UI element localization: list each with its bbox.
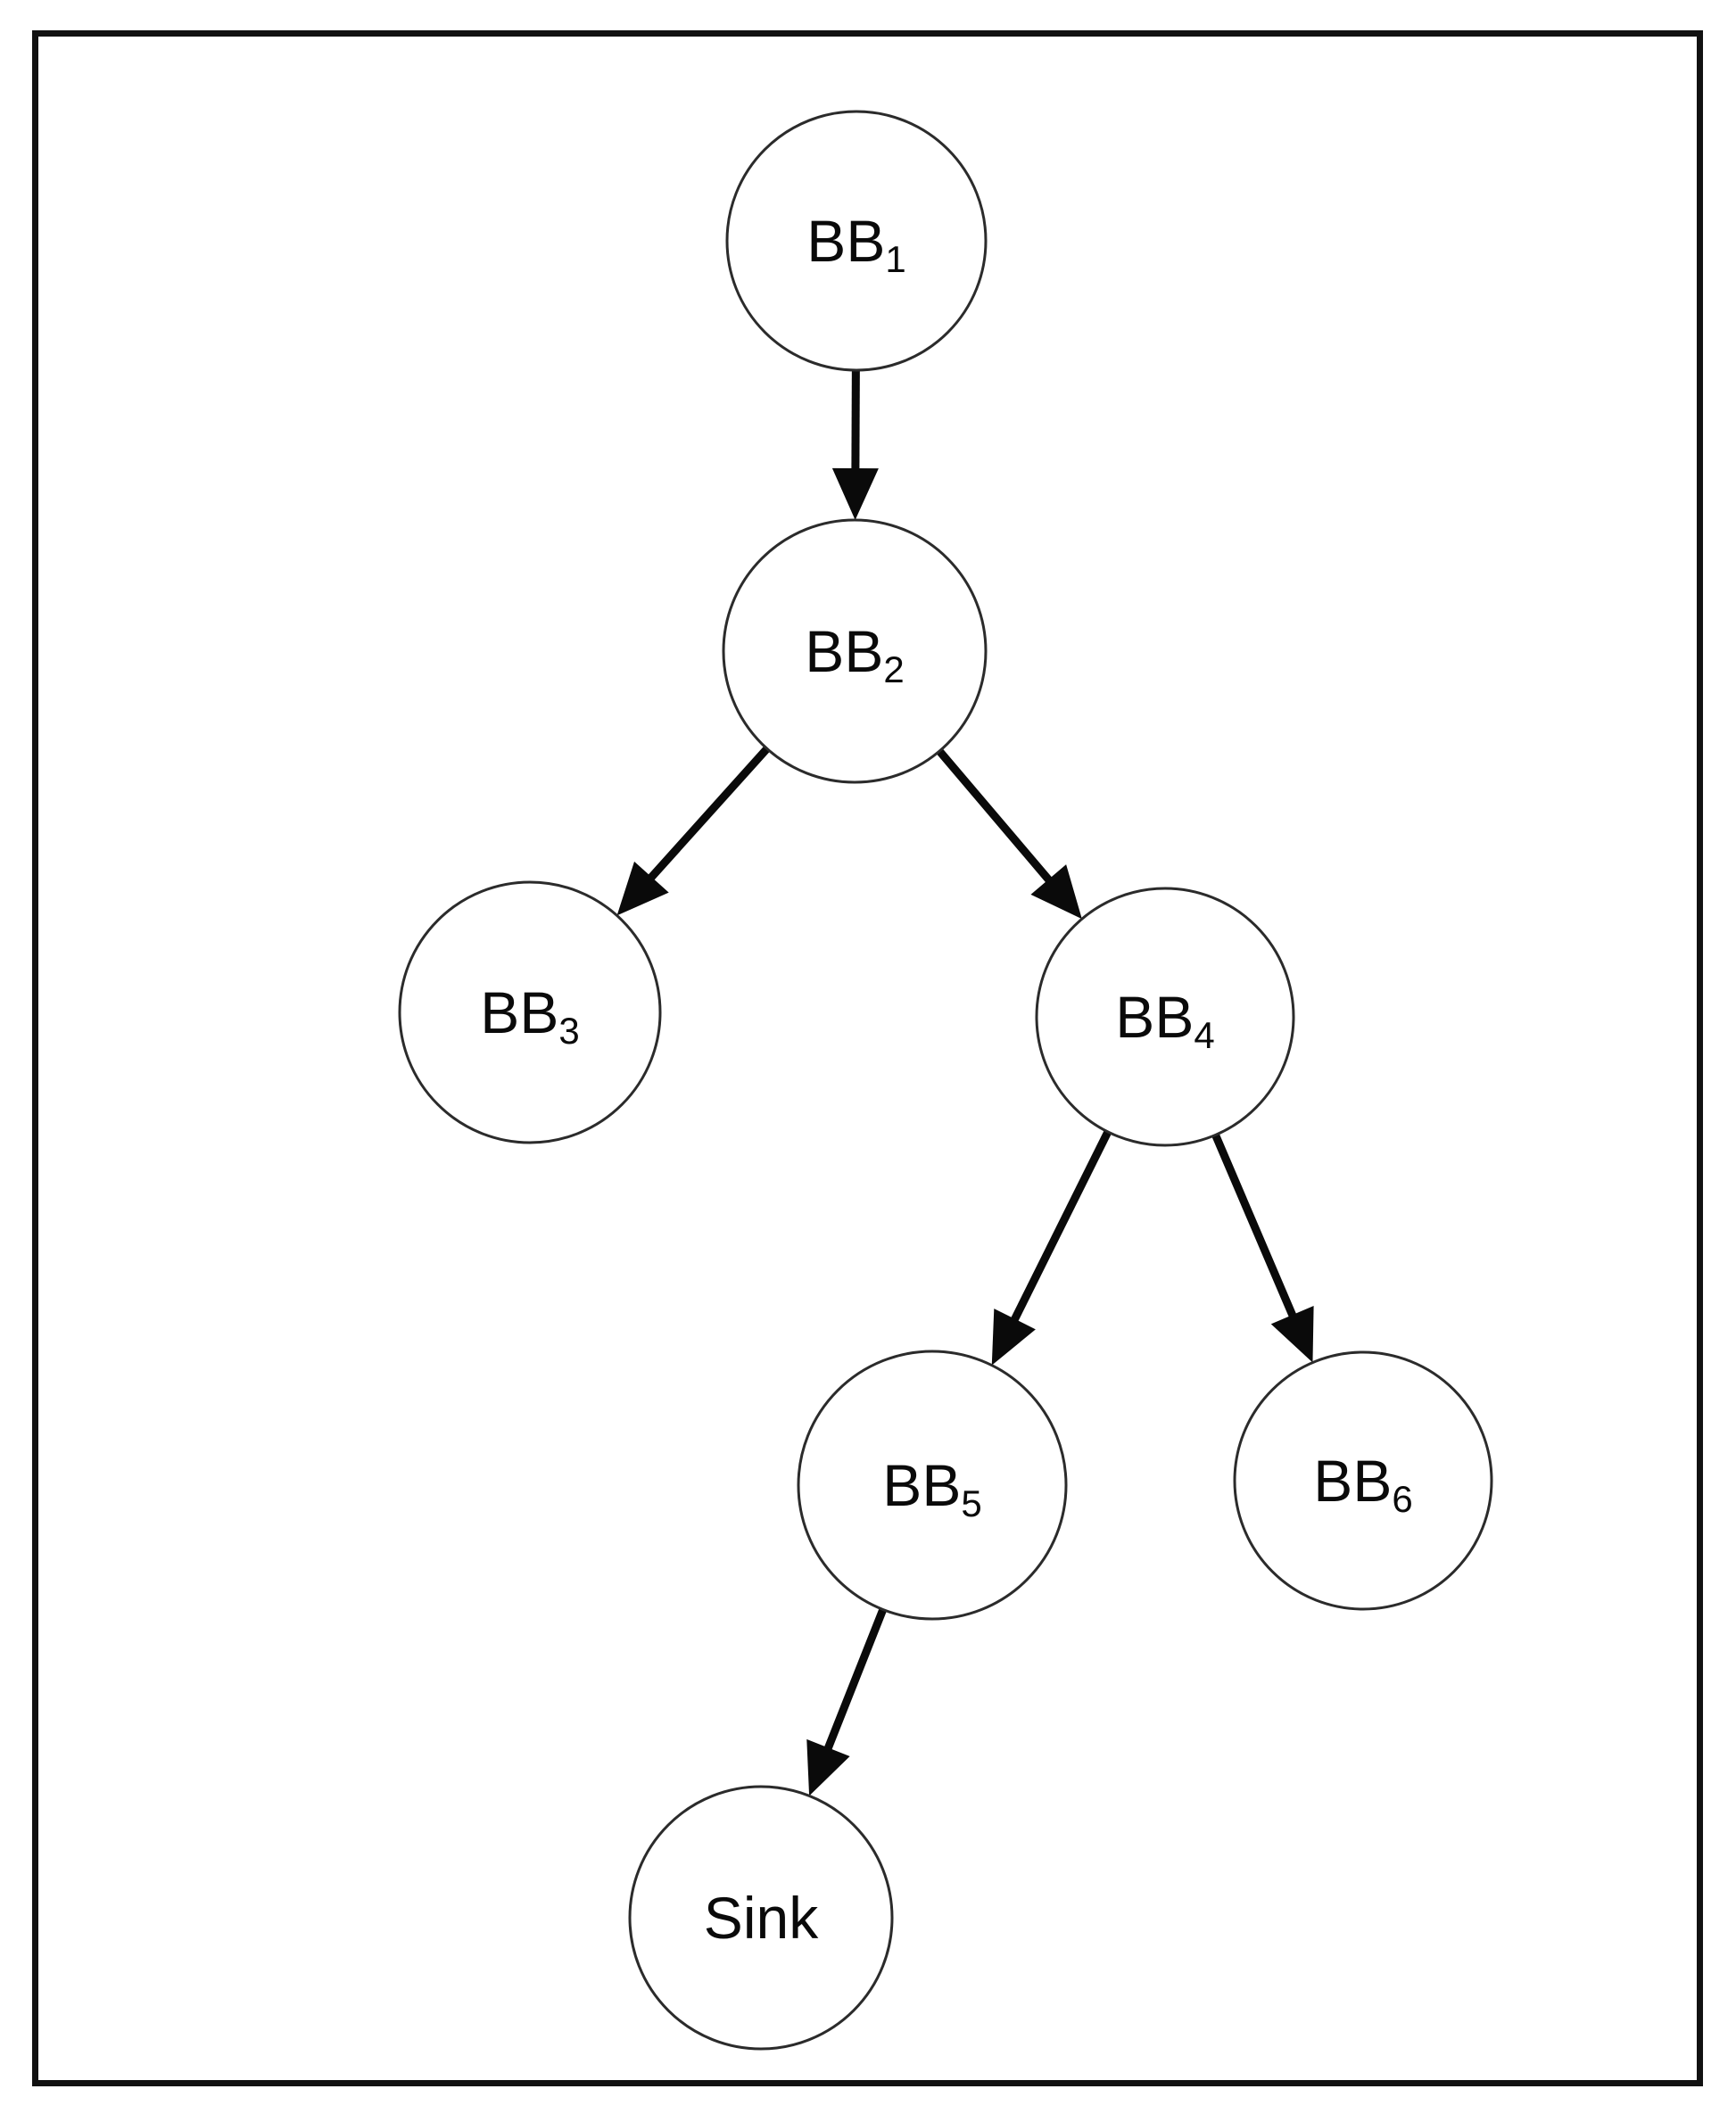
node-circle[interactable]	[628, 1785, 894, 2051]
edge-line	[1008, 1129, 1112, 1326]
node-label-subscript: 6	[1392, 1478, 1412, 1520]
node-label: BB4	[1115, 984, 1214, 1056]
node-label-subscript: 4	[1194, 1014, 1214, 1056]
edge-line	[1211, 1133, 1299, 1322]
arrowhead-icon	[1030, 864, 1082, 920]
node-label: BB5	[882, 1452, 981, 1524]
node-circle[interactable]	[398, 880, 662, 1144]
figure-border	[32, 30, 1703, 2086]
arrowhead-icon	[1270, 1306, 1314, 1363]
edge-line	[823, 1607, 887, 1755]
node-circle[interactable]	[725, 110, 988, 372]
arrowhead-icon	[991, 1309, 1036, 1366]
edge-line	[936, 748, 1055, 887]
node-label-subscript: 3	[558, 1010, 579, 1052]
arrowhead-icon	[806, 1738, 850, 1796]
node-circle[interactable]	[797, 1350, 1068, 1621]
node-bb1[interactable]: BB1	[725, 110, 988, 372]
node-label: BB6	[1313, 1448, 1412, 1520]
node-label: Sink	[704, 1885, 819, 1951]
node-bb3[interactable]: BB3	[398, 880, 662, 1144]
edge-bb1-to-bb2	[831, 369, 879, 520]
node-circle[interactable]	[722, 518, 988, 784]
node-label-subscript: 1	[885, 238, 905, 280]
node-circle[interactable]	[1233, 1350, 1493, 1611]
edge-line	[645, 746, 771, 884]
edge-bb2-to-bb3	[616, 746, 771, 916]
node-bb4[interactable]: BB4	[1035, 887, 1295, 1147]
arrowhead-icon	[616, 861, 669, 916]
edge-bb4-to-bb6	[1211, 1133, 1314, 1363]
node-label-subscript: 2	[883, 648, 904, 690]
edge-bb2-to-bb4	[936, 748, 1082, 920]
node-label-subscript: 5	[961, 1482, 981, 1524]
edges-layer	[616, 369, 1314, 1796]
node-label: BB2	[805, 618, 904, 690]
node-label: BB1	[806, 208, 905, 280]
arrowhead-icon	[831, 467, 879, 520]
node-bb2[interactable]: BB2	[722, 518, 988, 784]
node-sink[interactable]: Sink	[628, 1785, 894, 2051]
edge-bb4-to-bb5	[991, 1129, 1112, 1366]
node-circle[interactable]	[1035, 887, 1295, 1147]
edge-bb5-to-sink	[806, 1607, 887, 1796]
node-bb5[interactable]: BB5	[797, 1350, 1068, 1621]
node-bb6[interactable]: BB6	[1233, 1350, 1493, 1611]
node-label: BB3	[480, 979, 579, 1052]
